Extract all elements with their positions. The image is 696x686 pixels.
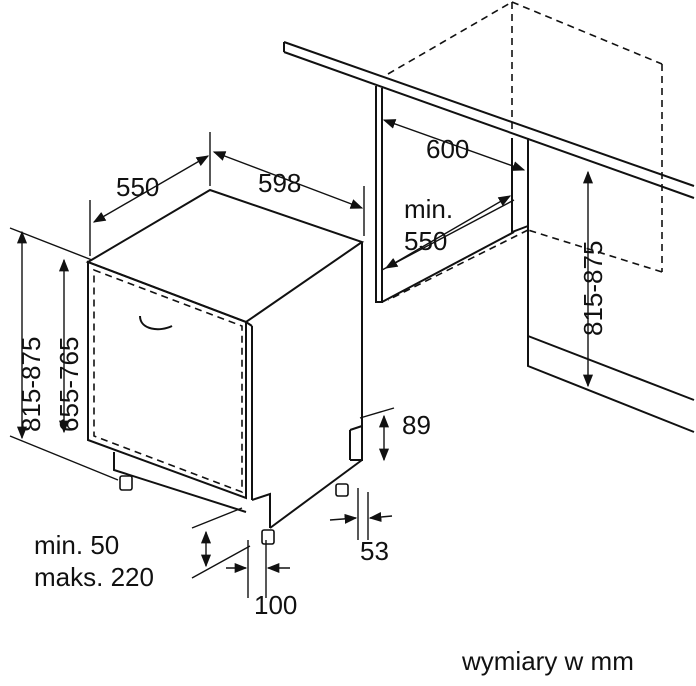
dim-min-depth-line1: min. [404, 194, 453, 224]
dim-door-gap-line1: min. 50 [34, 530, 119, 560]
dim-plinth-depth-label: 53 [360, 536, 389, 566]
dim-depth-label: 550 [116, 172, 159, 202]
dim-height-inner-label: 655-765 [54, 337, 84, 432]
dim-door-gap-line2: maks. 220 [34, 562, 154, 592]
dim-niche-width-label: 600 [426, 134, 469, 164]
dim-height-outer-label: 815-875 [16, 337, 46, 432]
dim-foot-offset-label: 100 [254, 590, 297, 620]
dim-niche-height-label: 815-875 [578, 241, 608, 336]
dishwasher-body [85, 188, 365, 545]
worktop [283, 41, 695, 199]
dim-plinth-height-label: 89 [402, 410, 431, 440]
units-note: wymiary w mm [461, 646, 634, 676]
dim-min-depth-line2: 550 [404, 226, 447, 256]
dimension-lines [9, 119, 594, 598]
dim-width-label: 598 [258, 168, 301, 198]
